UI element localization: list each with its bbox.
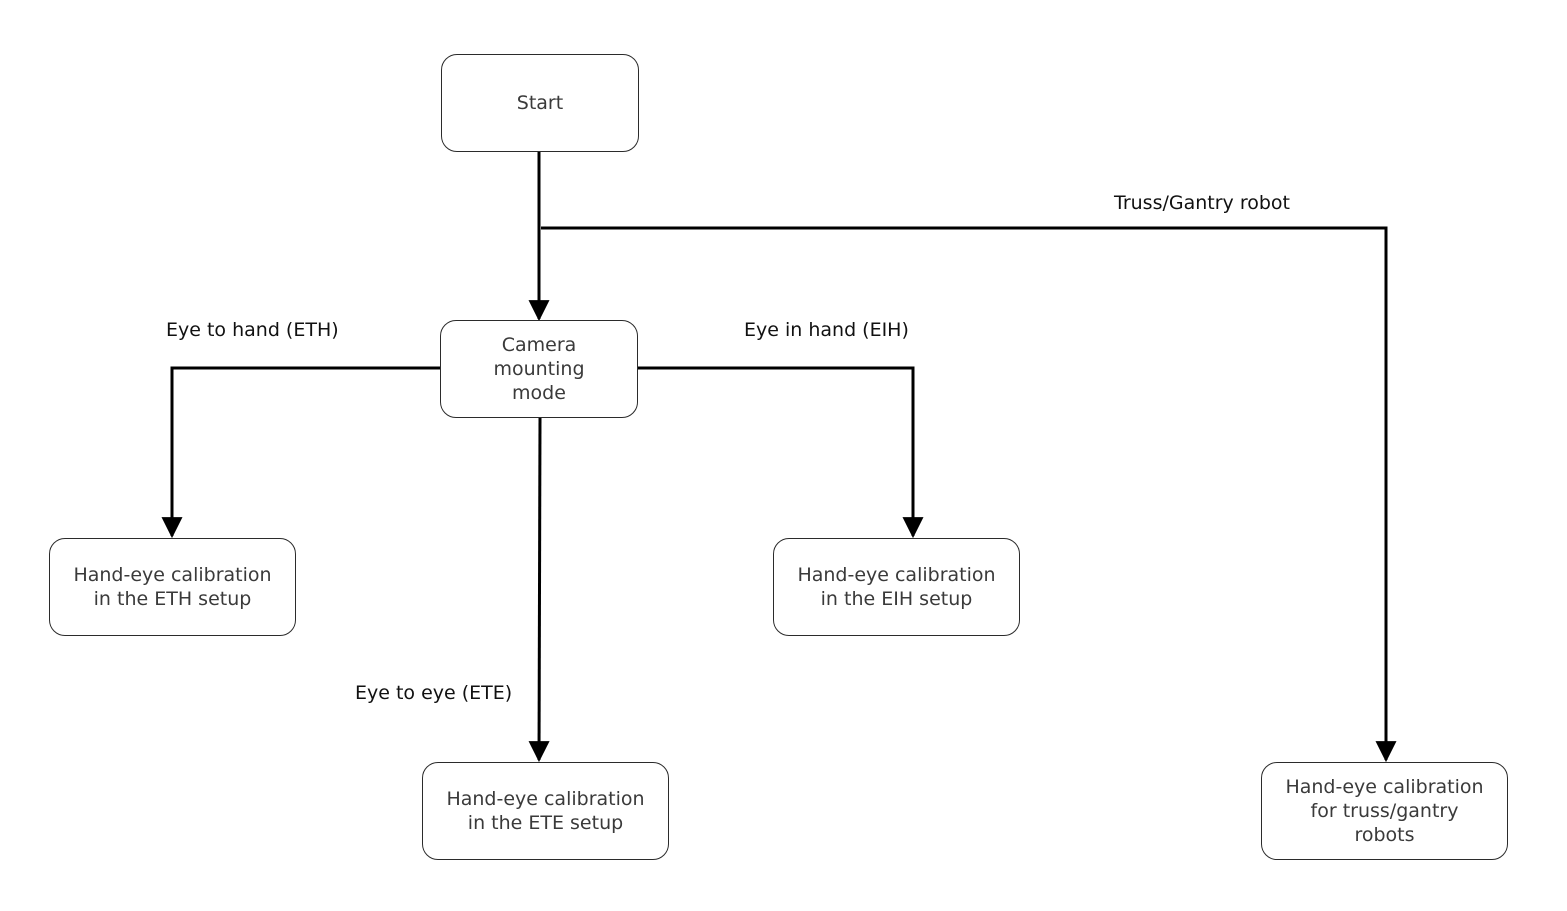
truss-gantry-calibration-node: Hand-eye calibration for truss/gantry ro… [1261, 762, 1508, 860]
ete-edge-label: Eye to eye (ETE) [355, 682, 513, 704]
eih-calibration-node: Hand-eye calibration in the EIH setup [773, 538, 1020, 636]
camera-mounting-mode-node: Camera mounting mode [440, 320, 638, 418]
start-node-label: Start [516, 92, 564, 114]
truss-gantry-calibration-label: Hand-eye calibration for truss/gantry ro… [1285, 776, 1484, 846]
eth-calibration-label: Hand-eye calibration in the ETH setup [73, 564, 272, 610]
start-node: Start [441, 54, 639, 152]
eih-calibration-label: Hand-eye calibration in the EIH setup [797, 564, 996, 610]
eth-edge-label: Eye to hand (ETH) [166, 319, 339, 341]
camera-mounting-mode-label: Camera mounting mode [493, 334, 585, 404]
truss-gantry-edge-label: Truss/Gantry robot [1114, 192, 1290, 214]
ete-calibration-node: Hand-eye calibration in the ETE setup [422, 762, 669, 860]
ete-calibration-label: Hand-eye calibration in the ETE setup [446, 788, 645, 834]
edge-to-truss-calibration [541, 226, 1397, 763]
edge-to-eth-calibration [161, 366, 440, 539]
edge-to-ete-calibration [528, 417, 550, 763]
edge-to-eih-calibration [638, 366, 924, 539]
eth-calibration-node: Hand-eye calibration in the ETH setup [49, 538, 296, 636]
eih-edge-label: Eye in hand (EIH) [744, 319, 909, 341]
